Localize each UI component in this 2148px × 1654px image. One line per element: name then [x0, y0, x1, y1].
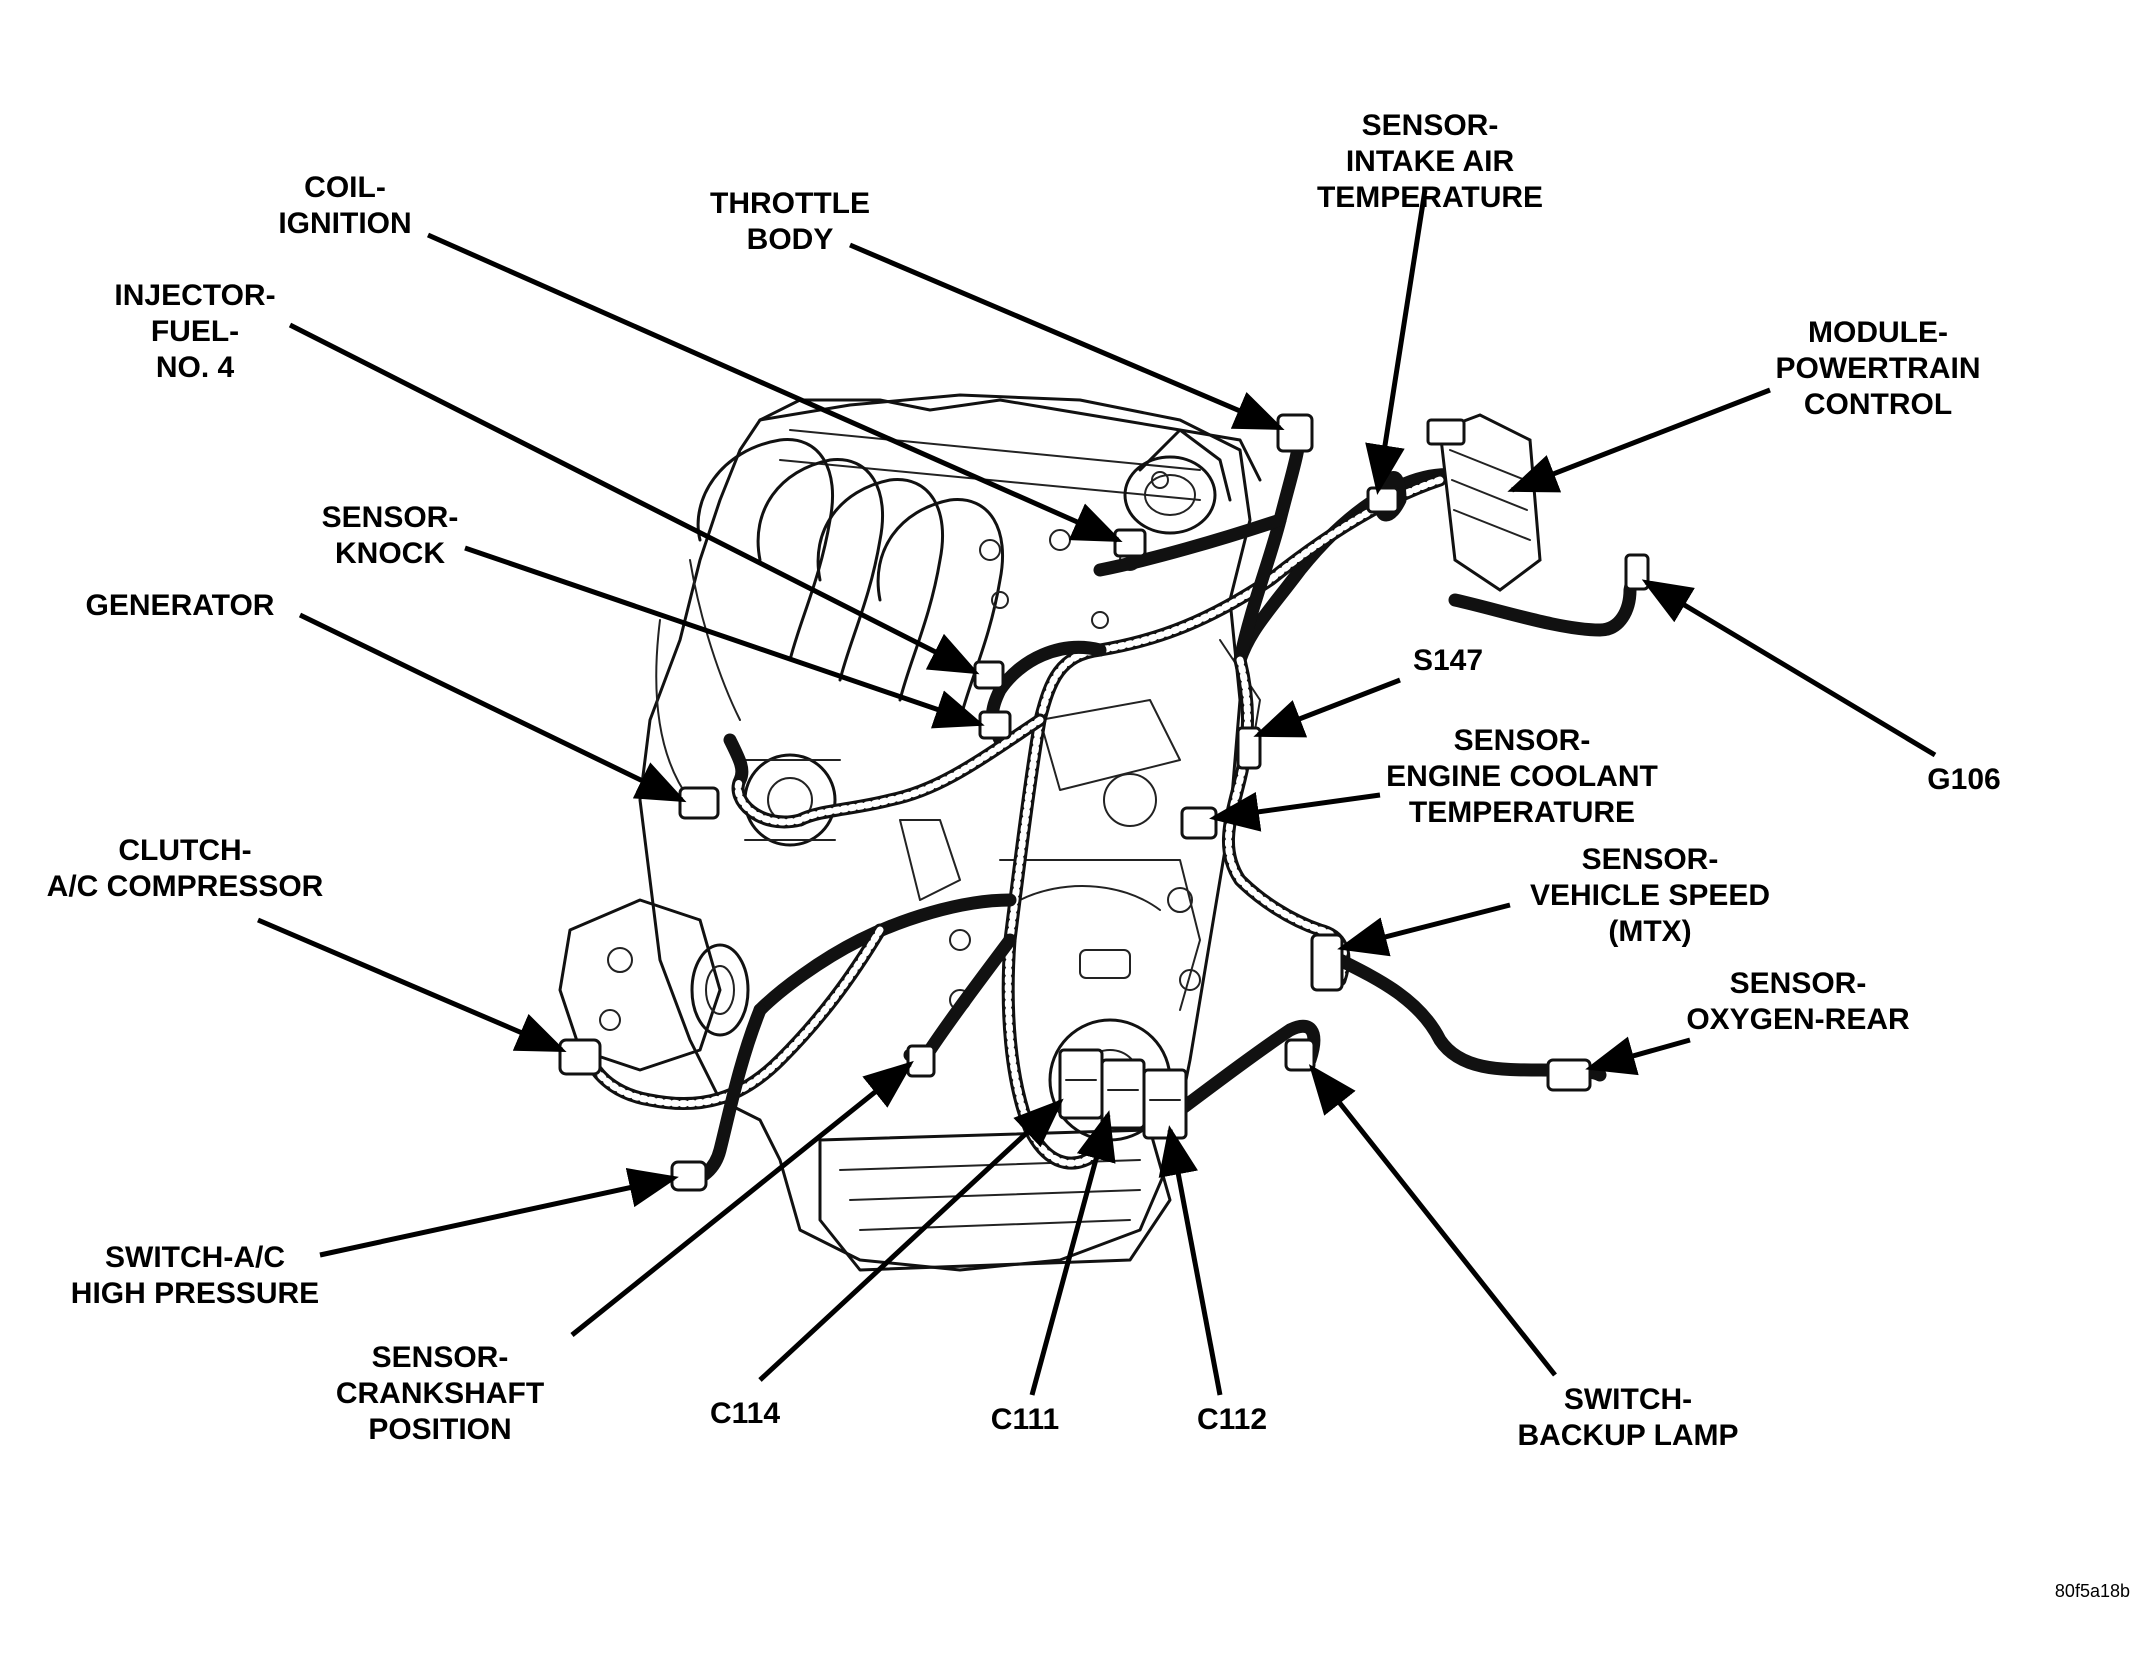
label-sensor-vehicle-speed: SENSOR- VEHICLE SPEED (MTX) [1529, 843, 1771, 948]
leader-ac-compressor [257, 917, 567, 1053]
label-c114: C114 [709, 1397, 781, 1430]
leader-crankshaft [570, 1060, 914, 1337]
generator-body [739, 753, 841, 847]
label-switch-backup-lamp: SWITCH- BACKUP LAMP [1517, 1383, 1739, 1452]
g106-ground [1624, 553, 1650, 591]
leader-coil-ignition [426, 232, 1123, 543]
leader-g106 [1641, 579, 1937, 758]
intake-manifold [655, 438, 1005, 801]
vss-connector [1310, 933, 1344, 992]
label-generator: GENERATOR [85, 589, 275, 622]
leader-generator [298, 612, 687, 803]
leader-injector [288, 322, 980, 675]
crank-connector [906, 1044, 936, 1078]
leader-ect [1209, 792, 1381, 832]
s147-splice [1236, 726, 1262, 770]
label-sensor-knock: SENSOR- KNOCK [321, 501, 459, 570]
leader-c114 [758, 1098, 1064, 1382]
label-g106: G106 [1927, 763, 2001, 796]
label-injector-fuel-no4: INJECTOR- FUEL- NO. 4 [114, 279, 276, 384]
leader-pcm [1507, 387, 1771, 493]
leader-lines [257, 189, 1937, 1396]
coil-connector [1113, 528, 1147, 558]
knock-connector [978, 710, 1012, 740]
leader-ac-switch [319, 1168, 679, 1258]
leader-o2-rear [1585, 1036, 1691, 1076]
ac-clutch-connector [558, 1038, 602, 1076]
label-c112: C112 [1196, 1403, 1268, 1436]
leader-sensor-iat [1365, 189, 1428, 495]
ac-switch-connector [670, 1160, 708, 1192]
oil-pan [818, 1128, 1172, 1272]
label-switch-ac-high-pressure: SWITCH-A/C HIGH PRESSURE [70, 1241, 320, 1310]
leader-vss [1337, 902, 1511, 957]
ect-connector [1180, 806, 1218, 840]
throttle-connector [1276, 413, 1314, 453]
o2-connector [1546, 1058, 1592, 1092]
label-sensor-crankshaft-position: SENSOR- CRANKSHAFT POSITION [335, 1341, 545, 1446]
label-sensor-oxygen-rear: SENSOR- OXYGEN-REAR [1686, 967, 1910, 1036]
backup-lamp-connector [1284, 1038, 1316, 1072]
label-s147: S147 [1412, 644, 1484, 677]
label-clutch-ac-compressor: CLUTCH- A/C COMPRESSOR [46, 834, 324, 903]
ac-compressor-body [558, 898, 750, 1072]
label-coil-ignition: COIL- IGNITION [278, 171, 412, 240]
label-c111: C111 [990, 1403, 1060, 1436]
label-throttle-body: THROTTLE BODY [710, 187, 870, 256]
iat-connector [1366, 486, 1400, 514]
label-sensor-engine-coolant-temperature: SENSOR- ENGINE COOLANT TEMPERATURE [1386, 724, 1658, 829]
leader-c112 [1158, 1125, 1223, 1396]
figure-id: 80f5a18b [2054, 1581, 2130, 1601]
leader-c111 [1029, 1110, 1116, 1396]
leader-backup-lamp [1308, 1064, 1557, 1377]
label-sensor-intake-air-temperature: SENSOR- INTAKE AIR TEMPERATURE [1316, 109, 1544, 214]
leader-s147 [1253, 677, 1401, 738]
connector-bank [1058, 1048, 1188, 1140]
leader-throttle-body [849, 242, 1285, 431]
leader-knock [464, 545, 985, 729]
throttle-body-area [1123, 428, 1262, 535]
label-module-powertrain-control: MODULE- POWERTRAIN CONTROL [1775, 316, 1981, 421]
generator-connector [678, 786, 720, 820]
injector-connector [973, 660, 1005, 690]
